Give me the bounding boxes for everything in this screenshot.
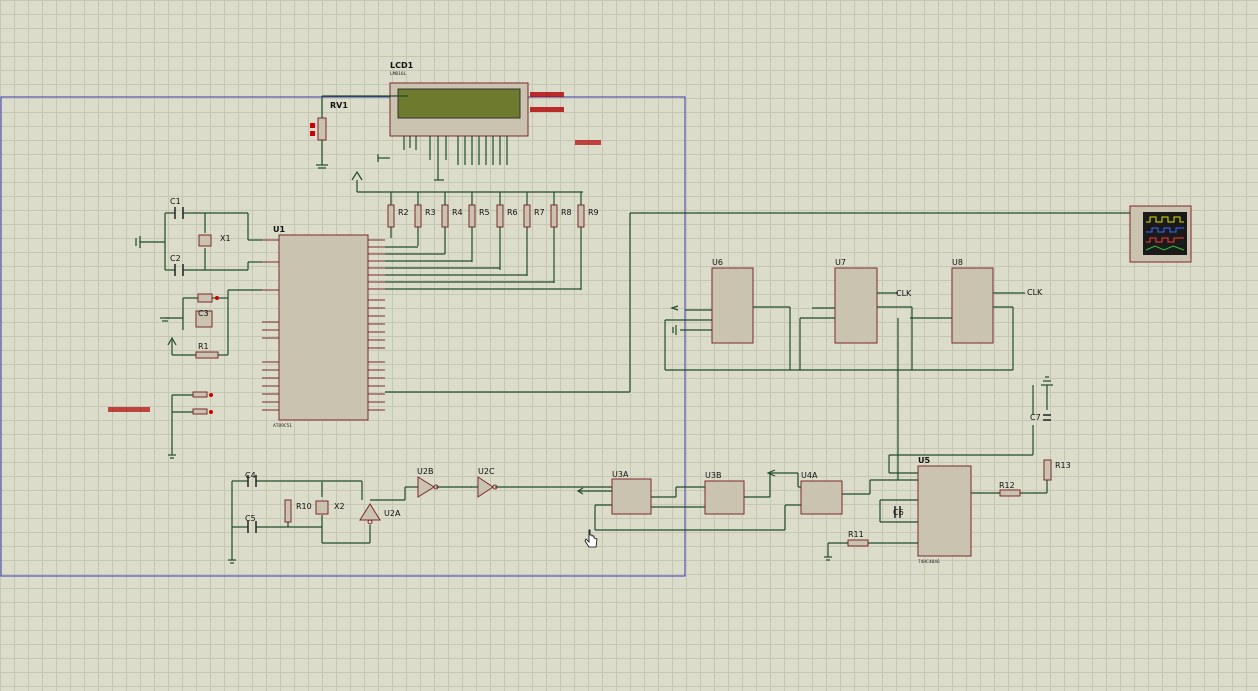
c2-ref: C2	[170, 254, 181, 263]
u2a-ref: U2A	[384, 509, 401, 518]
resistor-r11[interactable]	[847, 539, 869, 547]
x1-ref: X1	[220, 234, 231, 243]
counter-u6[interactable]: U6	[711, 258, 754, 344]
u7-ref: U7	[835, 258, 846, 267]
counter-u3b[interactable]: U3B	[704, 471, 745, 515]
push-buttons[interactable]	[108, 391, 213, 459]
clk-label-2: CLK	[1027, 288, 1043, 297]
r12-ref: R12	[999, 481, 1015, 490]
pll-u5[interactable]: U5 74HC4046	[917, 456, 972, 565]
u5-ref: U5	[918, 456, 930, 465]
resistor-r13[interactable]	[1043, 459, 1052, 481]
u3b-ref: U3B	[705, 471, 721, 480]
c7-ref: C7	[1030, 413, 1041, 422]
r4-ref: R4	[452, 208, 463, 217]
inverters-u2[interactable]: U2A U2B U2C	[359, 467, 498, 525]
u1-part: AT89C51	[273, 423, 292, 429]
counter-u3a[interactable]: U3A	[611, 470, 652, 515]
r1-ref: R1	[198, 342, 209, 351]
lcd-display[interactable]: LCD1 LM016L	[389, 61, 601, 181]
u2b-ref: U2B	[417, 467, 433, 476]
counter-u4a[interactable]: U4A	[800, 471, 843, 515]
r13-ref: R13	[1055, 461, 1071, 470]
u5-part: 74HC4046	[918, 559, 940, 565]
c3-ref: C3	[198, 309, 209, 318]
lcd-part: LM016L	[390, 71, 407, 77]
r5-ref: R5	[479, 208, 490, 217]
x2-ref: X2	[334, 502, 345, 511]
lcd-ref: LCD1	[390, 61, 414, 70]
resistor-network[interactable]: R2 R3 R4 R5 R6 R7 R8 R9	[387, 192, 599, 290]
c5-ref: C5	[245, 514, 256, 523]
r6-ref: R6	[507, 208, 518, 217]
microcontroller-u1[interactable]: U1 AT89C51	[262, 212, 1132, 429]
resistor-r12[interactable]	[999, 489, 1021, 497]
cursor-hand-icon	[584, 529, 598, 548]
r11-ref: R11	[848, 530, 864, 539]
oscillator-x1-c1-c2[interactable]: C1 C2 X1	[135, 197, 262, 276]
r7-ref: R7	[534, 208, 545, 217]
c4-ref: C4	[245, 471, 256, 480]
u6-ref: U6	[712, 258, 723, 267]
u2c-ref: U2C	[478, 467, 495, 476]
u4a-ref: U4A	[801, 471, 818, 480]
counter-chain-wiring	[576, 469, 918, 531]
c6-ref: C6	[893, 508, 904, 517]
potentiometer-rv1[interactable]: RV1	[310, 95, 408, 169]
u8-ref: U8	[952, 258, 963, 267]
u1-ref: U1	[273, 225, 285, 234]
oscilloscope-icon[interactable]	[1129, 205, 1192, 263]
u3a-ref: U3A	[612, 470, 629, 479]
reset-circuit[interactable]: C3 R1	[160, 289, 262, 359]
counter-u8[interactable]: U8	[951, 258, 994, 344]
crystal-oscillator-x2[interactable]: C4 C5 R10 X2	[228, 471, 612, 564]
selection-box	[0, 96, 686, 577]
r10-ref: R10	[296, 502, 312, 511]
resistor-net-wiring	[351, 170, 583, 193]
r2-ref: R2	[398, 208, 409, 217]
r3-ref: R3	[425, 208, 436, 217]
counter-u6-u8-wiring	[664, 292, 1025, 480]
rv1-ref: RV1	[330, 101, 348, 110]
clk-label-1: CLK	[896, 289, 912, 298]
r9-ref: R9	[588, 208, 599, 217]
c1-ref: C1	[170, 197, 181, 206]
r8-ref: R8	[561, 208, 572, 217]
counter-u7[interactable]: U7	[834, 258, 878, 344]
pll-wiring	[824, 376, 1053, 561]
